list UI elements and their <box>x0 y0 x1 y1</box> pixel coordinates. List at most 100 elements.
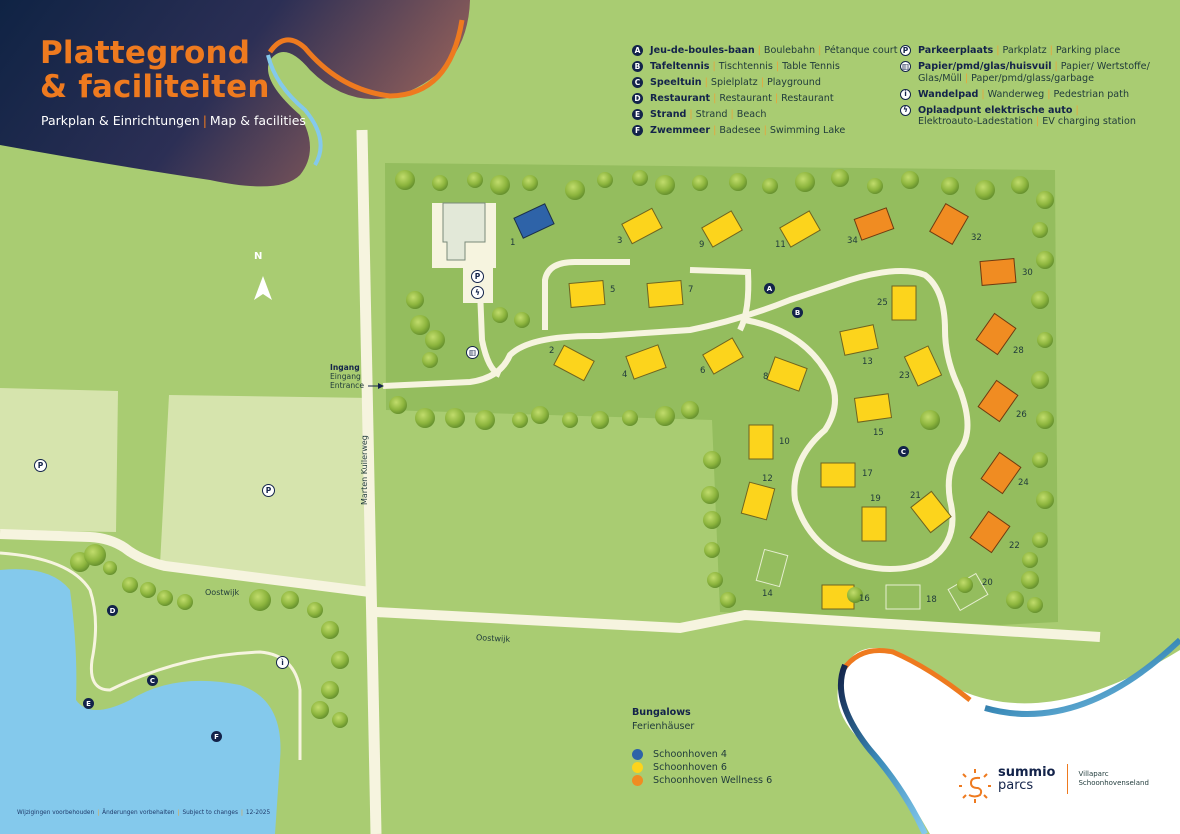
bungalow-number: 2 <box>549 346 555 356</box>
map-marker-playground-lake[interactable]: C <box>147 675 158 686</box>
bungalow-number: 15 <box>873 428 884 438</box>
waste-bin-icon: ▥ <box>900 61 911 72</box>
bungalow-number: 3 <box>617 236 623 246</box>
road-oostwijk <box>375 607 1101 642</box>
bungalow-number: 7 <box>688 285 694 295</box>
bungalow-type-4: Schoonhoven 4 <box>632 748 772 761</box>
north-arrow-icon <box>254 276 272 300</box>
parking-field-west <box>0 388 118 532</box>
bungalow-legend-subtitle: Ferienhäuser <box>632 721 695 732</box>
bungalow-number: 10 <box>779 437 790 447</box>
badge-b: B <box>632 61 643 72</box>
bungalow-number: 16 <box>859 594 870 604</box>
bungalow-number: 28 <box>1013 346 1024 356</box>
color-dot-orange-icon <box>632 774 643 786</box>
header-blob <box>0 0 470 187</box>
parking-icon[interactable]: P <box>34 459 47 472</box>
legend-waste: ▥Papier/pmd/glas/huisvuil|Papier/ Wertst… <box>900 61 1150 84</box>
road-label-oostwijk-2: Oostwijk <box>475 633 511 644</box>
bungalow-number: 14 <box>762 589 773 599</box>
pedestrian-path <box>0 551 302 760</box>
bungalow-number: 11 <box>775 240 786 250</box>
parking-icon[interactable]: P <box>471 270 484 283</box>
bungalow-number: 25 <box>877 298 888 308</box>
parking-icon[interactable]: P <box>262 484 275 497</box>
brand-name: summio parcs <box>998 765 1056 793</box>
bungalow-number: 17 <box>862 469 873 479</box>
bungalow-legend-title: Bungalows <box>632 707 691 718</box>
bungalow-number: 23 <box>899 371 910 381</box>
badge-c: C <box>632 77 643 88</box>
pedestrian-icon: ì <box>900 88 911 100</box>
brand-blob <box>837 648 1180 834</box>
bungalow-number: 20 <box>982 578 993 588</box>
bungalow-number: 6 <box>700 366 706 376</box>
page-subtitle: Parkplan & Einrichtungen|Map & facilitie… <box>41 113 306 128</box>
title-line-2: & faciliteiten <box>40 69 270 105</box>
bungalow-number: 34 <box>847 236 858 246</box>
waste-bin-icon[interactable]: ▥ <box>466 346 479 359</box>
bungalow-number: 13 <box>862 357 873 367</box>
map-marker-swimming-lake[interactable]: F <box>211 731 222 742</box>
color-dot-yellow-icon <box>632 761 643 773</box>
badge-f: F <box>632 125 643 136</box>
bungalow-number: 19 <box>870 494 881 504</box>
ev-charging-icon[interactable]: ϟ <box>471 286 484 299</box>
park-grounds <box>385 163 1058 625</box>
subtitle-de: Parkplan & Einrichtungen <box>41 113 200 128</box>
bungalow-number: 32 <box>971 233 982 243</box>
bungalow-number: 24 <box>1018 478 1029 488</box>
map-marker-petanque[interactable]: A <box>764 283 775 294</box>
map-marker-beach[interactable]: E <box>83 698 94 709</box>
parking-icon: P <box>900 45 911 56</box>
bungalow-number: 22 <box>1009 541 1020 551</box>
bungalow-number: 12 <box>762 474 773 484</box>
bungalow-number: 1 <box>510 238 516 248</box>
bungalow-number: 30 <box>1022 268 1033 278</box>
swimming-lake <box>0 569 281 834</box>
color-dot-blue-icon <box>632 748 643 760</box>
bungalow-legend: Bungalows Ferienhäuser Schoonhoven 4 Sch… <box>632 707 772 787</box>
entrance-label: Ingang Eingang Entrance <box>330 363 365 390</box>
bungalow-number: 21 <box>910 491 921 501</box>
map-marker-playground[interactable]: C <box>898 446 909 457</box>
bungalow-number: 4 <box>622 370 628 380</box>
north-label: N <box>254 251 263 262</box>
brand-block: summio parcs Villaparc Schoonhovenseland <box>958 764 1149 794</box>
map-marker-restaurant[interactable]: D <box>107 605 118 616</box>
subtitle-en: Map & facilities <box>209 113 306 128</box>
bungalow-number: 9 <box>699 240 705 250</box>
bungalow-number: 18 <box>926 595 937 605</box>
bungalow-number: 5 <box>610 285 616 295</box>
bungalow-type-wellness-6: Schoonhoven Wellness 6 <box>632 774 772 787</box>
road-label-oostwijk-1: Oostwijk <box>205 588 240 597</box>
badge-e: E <box>632 109 643 120</box>
road-label-marten-kuilerweg: Marten Kuilerweg <box>360 435 369 505</box>
page-title: Plattegrond & faciliteiten <box>40 36 270 104</box>
bungalow-1 <box>513 203 555 239</box>
map-marker-table-tennis[interactable]: B <box>792 307 803 318</box>
bungalow-number: 8 <box>763 372 769 382</box>
summio-logo-icon <box>959 769 991 803</box>
brand-divider <box>1067 764 1069 794</box>
road-marten-kuilerweg <box>356 129 382 834</box>
pedestrian-icon[interactable]: ì <box>276 656 289 669</box>
badge-d: D <box>632 93 643 104</box>
ev-charging-icon: ϟ <box>900 104 911 116</box>
footer-disclaimer: Wijzigingen voorbehouden|Änderungen vorb… <box>17 810 271 816</box>
park-name: Villaparc Schoonhovenseland <box>1078 770 1149 787</box>
bungalow-number: 26 <box>1016 410 1027 420</box>
title-line-1: Plattegrond <box>40 35 251 71</box>
